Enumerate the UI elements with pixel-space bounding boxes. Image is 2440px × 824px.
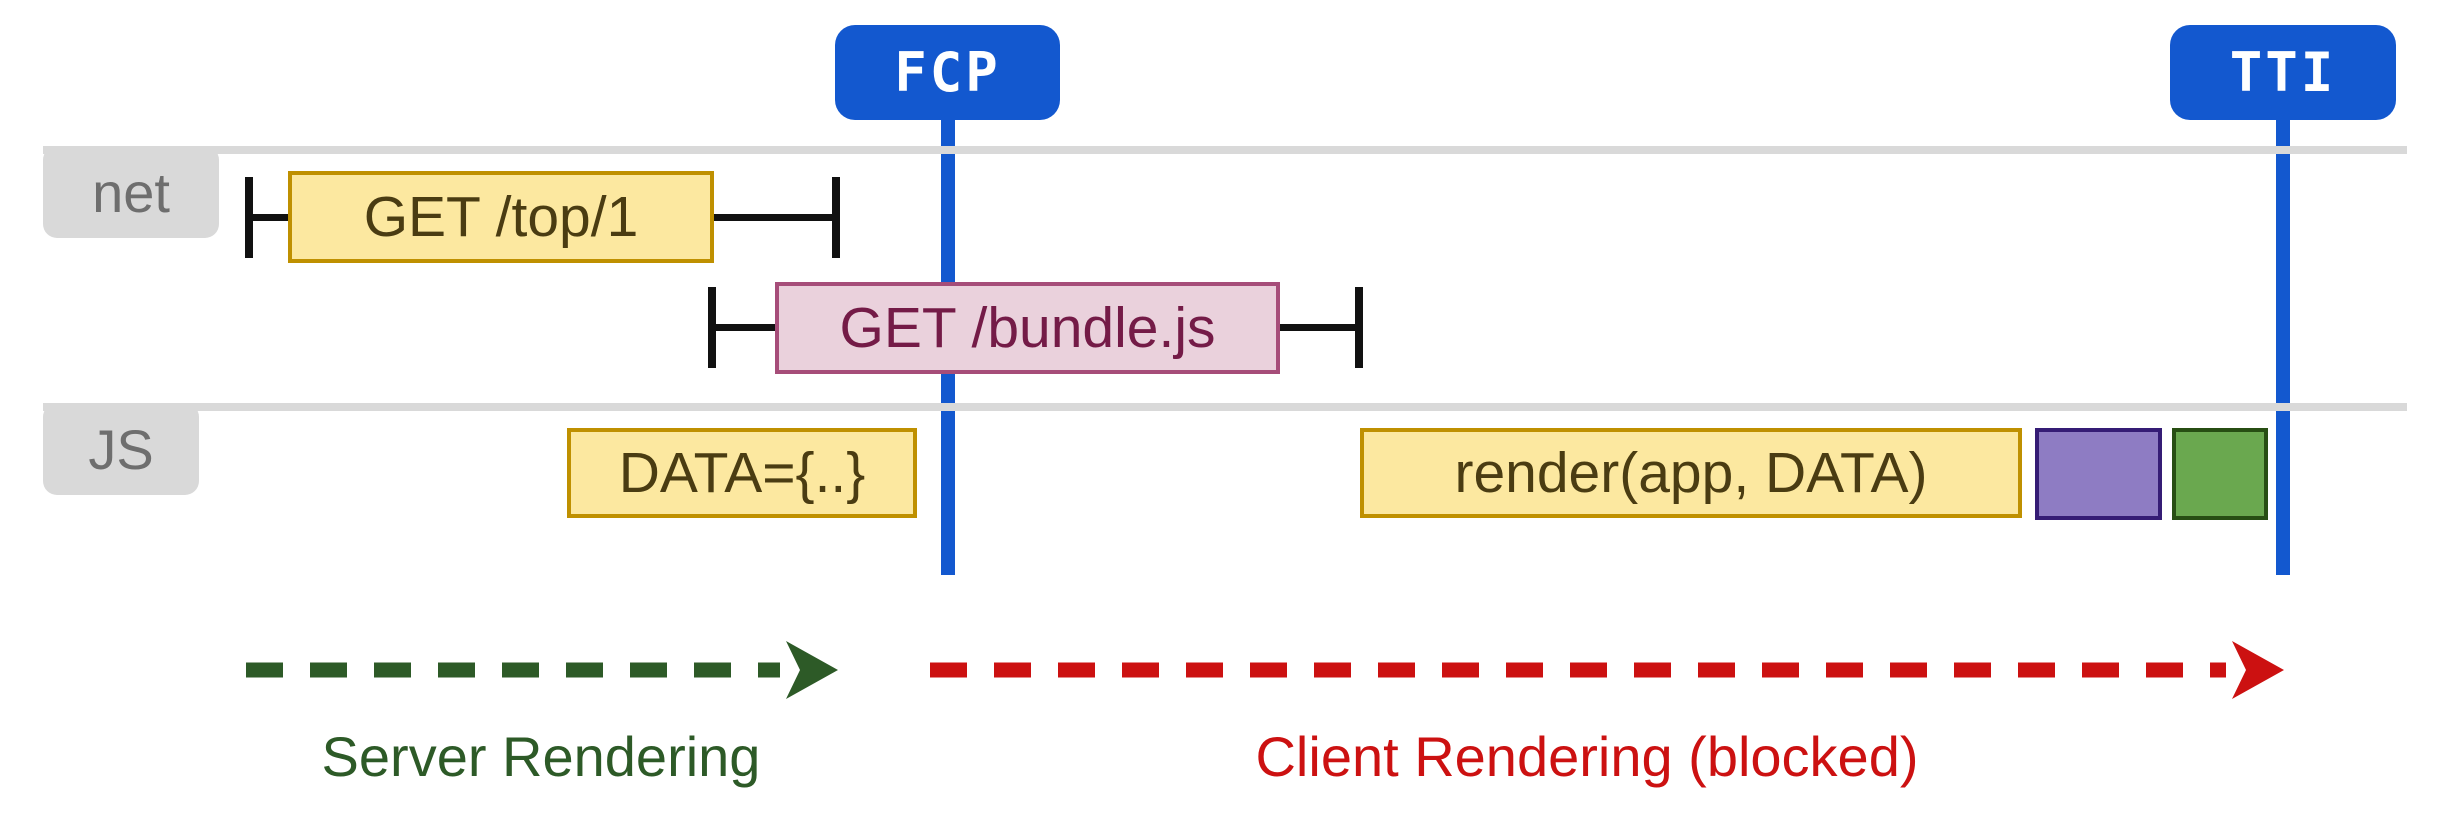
js-track-label-box: JS bbox=[43, 403, 199, 495]
get-top-end-tick bbox=[832, 177, 840, 258]
get-bundle-bar: GET /bundle.js bbox=[775, 282, 1280, 374]
get-bundle-start-tick bbox=[708, 287, 716, 368]
tti-badge: TTI bbox=[2170, 25, 2396, 120]
get-top-start-connector bbox=[253, 214, 289, 221]
get-top-end-connector bbox=[714, 214, 832, 221]
tti-badge-label: TTI bbox=[2229, 41, 2337, 104]
get-bundle-bar-label: GET /bundle.js bbox=[839, 296, 1216, 360]
server-rendering-arrowhead-icon bbox=[786, 641, 838, 699]
phase-arrows bbox=[246, 641, 2284, 699]
get-top-bar-label: GET /top/1 bbox=[363, 185, 639, 249]
client-rendering-label: Client Rendering (blocked) bbox=[1255, 725, 1919, 788]
get-bundle-end-tick bbox=[1355, 287, 1363, 368]
get-bundle-start-connector bbox=[716, 324, 776, 331]
net-track-label-box: net bbox=[43, 146, 219, 238]
net-track-label: net bbox=[92, 160, 170, 224]
get-top-bar: GET /top/1 bbox=[288, 171, 714, 263]
data-eval-bar: DATA={..} bbox=[567, 428, 917, 518]
tti-marker-line bbox=[2276, 118, 2290, 575]
net-track-line bbox=[43, 146, 2407, 154]
green-task-bar bbox=[2172, 428, 2268, 520]
js-track-label: JS bbox=[88, 417, 154, 481]
get-bundle-end-connector bbox=[1280, 324, 1355, 331]
js-track-line bbox=[43, 403, 2407, 411]
render-bar-label: render(app, DATA) bbox=[1454, 441, 1928, 505]
data-eval-bar-label: DATA={..} bbox=[618, 441, 866, 505]
render-bar: render(app, DATA) bbox=[1360, 428, 2022, 518]
client-rendering-arrowhead-icon bbox=[2232, 641, 2284, 699]
purple-task-bar bbox=[2035, 428, 2162, 520]
fcp-badge: FCP bbox=[835, 25, 1060, 120]
fcp-badge-label: FCP bbox=[894, 41, 1001, 104]
get-top-start-tick bbox=[245, 177, 253, 258]
server-rendering-label: Server Rendering bbox=[321, 725, 761, 788]
